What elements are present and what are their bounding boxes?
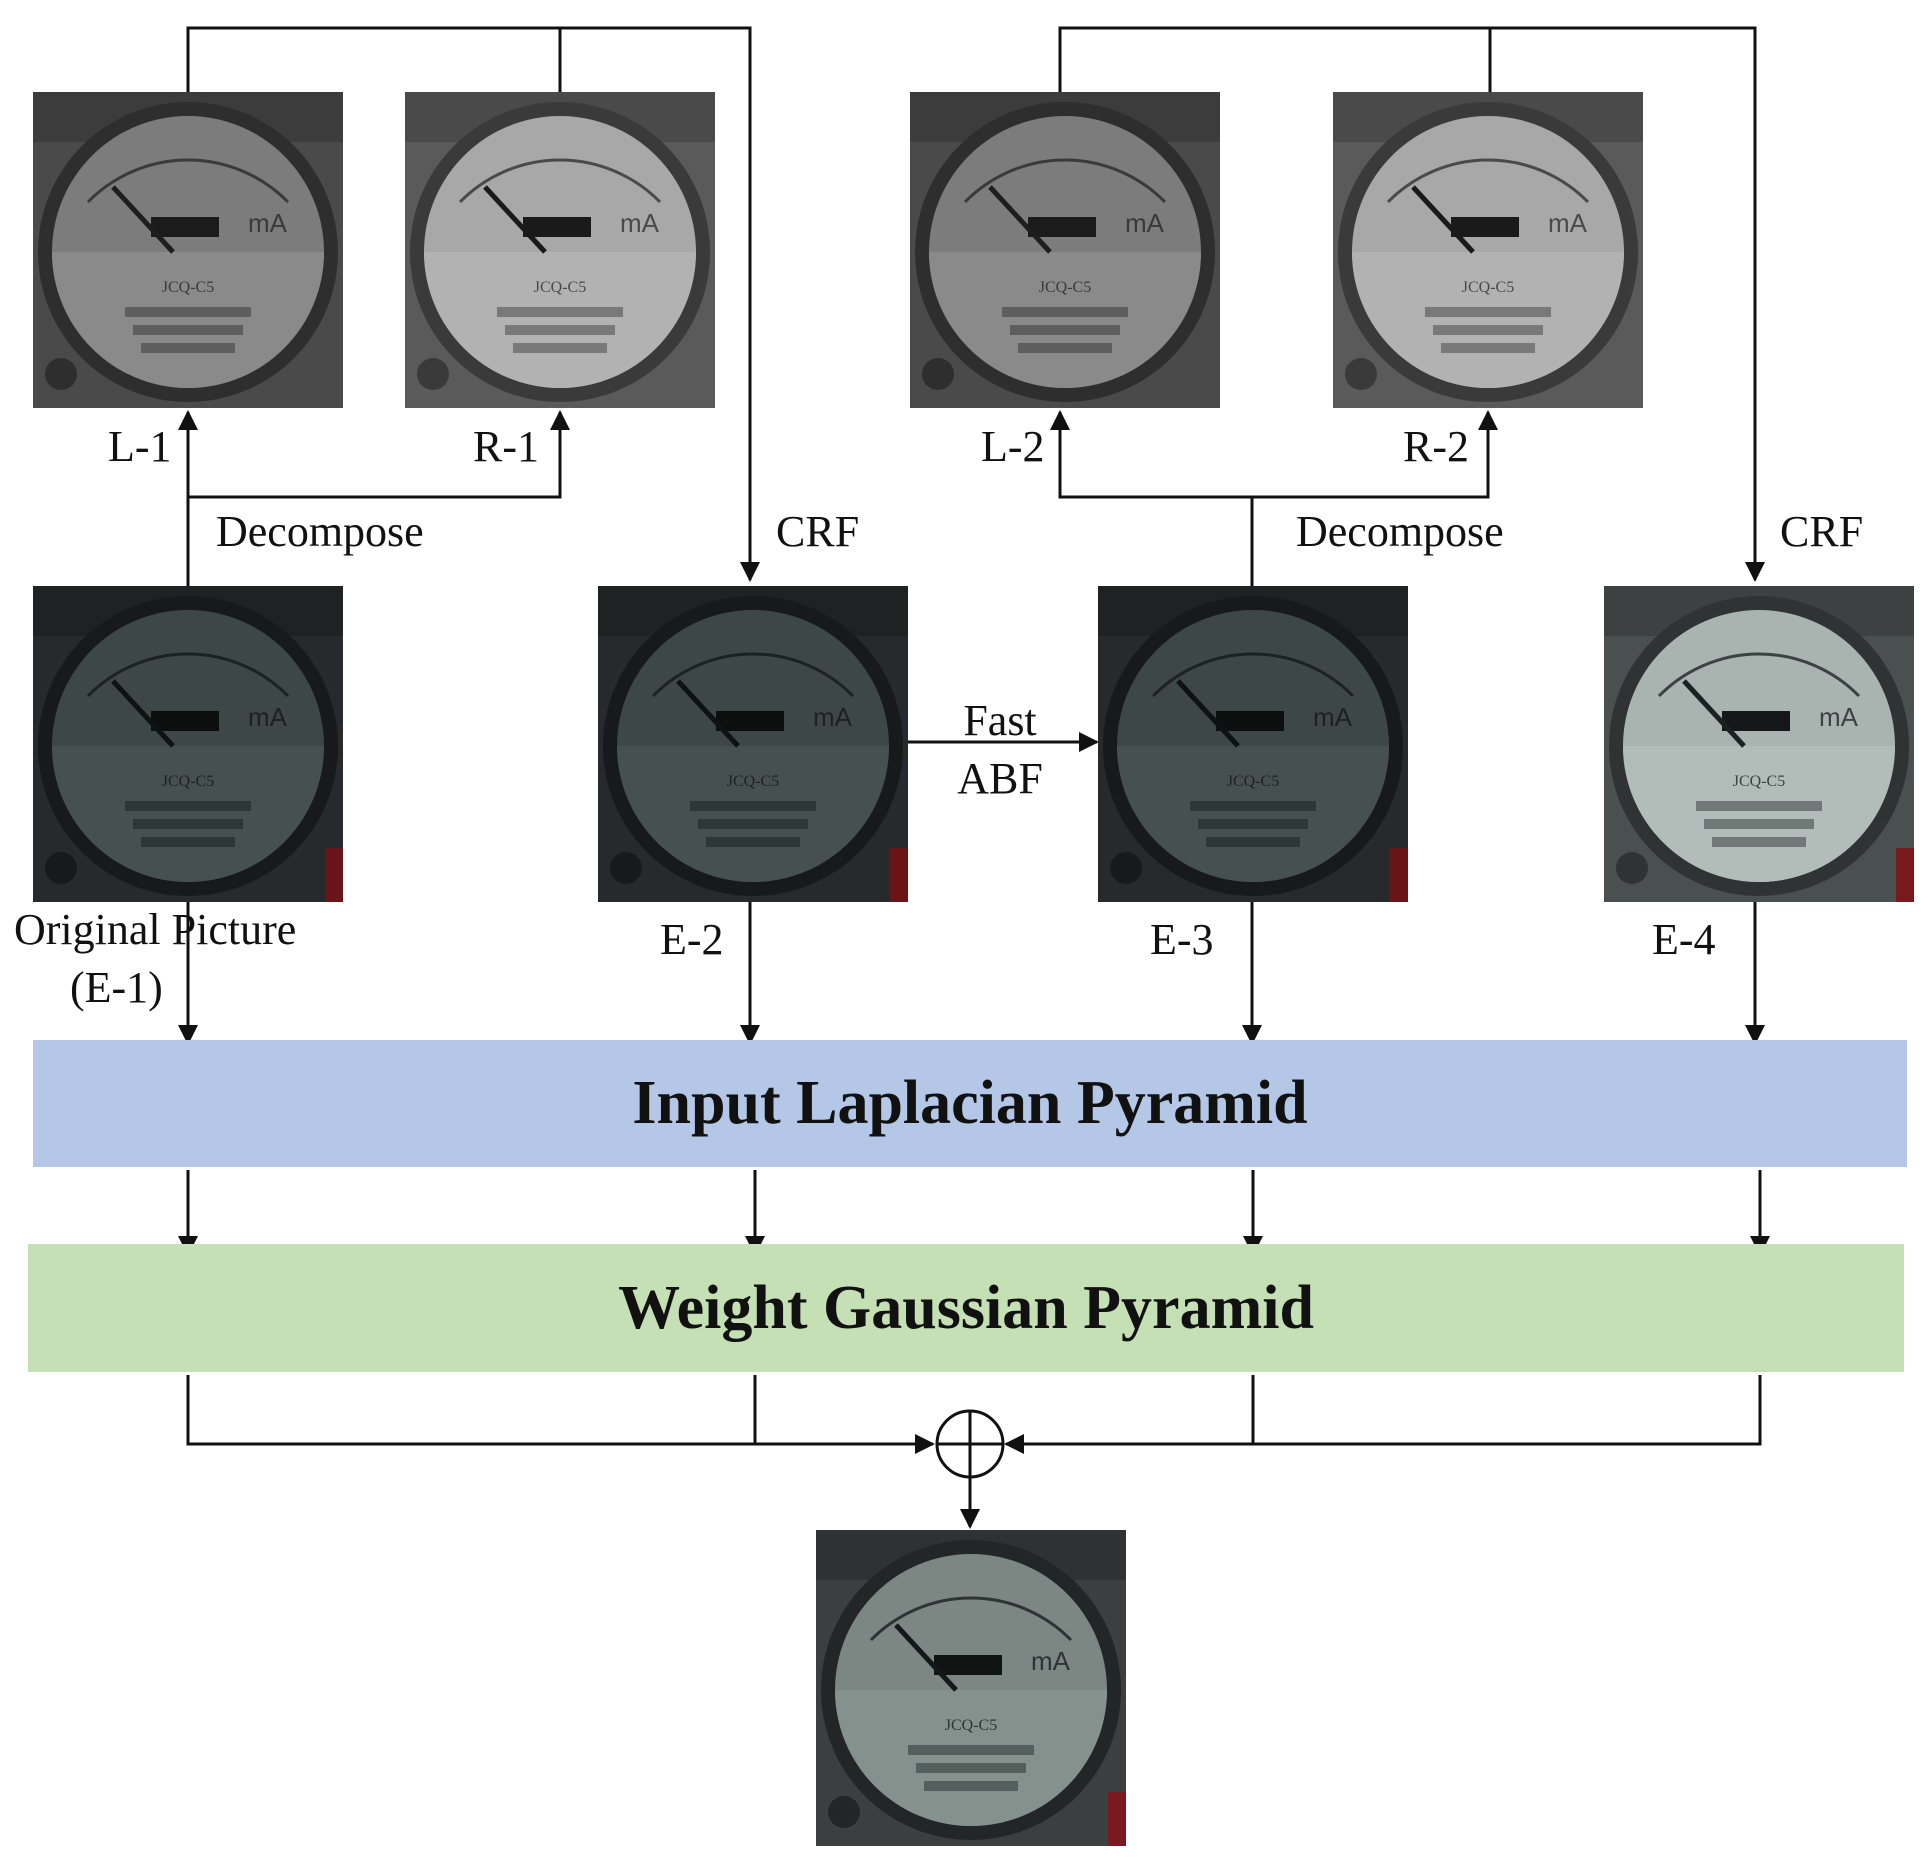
svg-text:mA: mA xyxy=(1031,1646,1071,1676)
label-e4: E-4 xyxy=(1652,915,1716,964)
decompose-right-to-l2 xyxy=(1050,410,1252,499)
image-e3: mA JCQ-C5 xyxy=(1098,586,1408,902)
svg-text:mA: mA xyxy=(813,702,853,732)
svg-text:JCQ-C5: JCQ-C5 xyxy=(162,773,214,790)
svg-text:JCQ-C5: JCQ-C5 xyxy=(945,1717,997,1734)
gauge-photo-icon: mA JCQ-C5 xyxy=(816,1530,1126,1846)
gauge-photo-icon: mA JCQ-C5 xyxy=(1098,586,1408,902)
gauge-photo-icon: mA JCQ-C5 xyxy=(598,586,908,902)
label-abf: ABF xyxy=(957,754,1043,803)
svg-text:mA: mA xyxy=(248,702,288,732)
label-crf-right: CRF xyxy=(1780,507,1864,556)
label-decompose-right: Decompose xyxy=(1296,507,1504,556)
label-fast: Fast xyxy=(963,696,1037,745)
gauge-photo-icon: mA JCQ-C5 xyxy=(405,92,715,408)
label-crf-left: CRF xyxy=(776,507,860,556)
image-e1-original: mA JCQ-C5 xyxy=(33,586,343,902)
label-l2: L-2 xyxy=(981,422,1045,471)
gauss-right-merge xyxy=(1004,1375,1762,1454)
gauge-photo-icon: mA JCQ-C5 xyxy=(1333,92,1643,408)
svg-text:JCQ-C5: JCQ-C5 xyxy=(1733,773,1785,790)
image-l2: mA JCQ-C5 xyxy=(910,92,1220,408)
image-fused-output: mA JCQ-C5 xyxy=(816,1530,1126,1846)
label-e1: (E-1) xyxy=(70,963,163,1012)
svg-text:JCQ-C5: JCQ-C5 xyxy=(1462,279,1514,296)
gauge-photo-icon: mA JCQ-C5 xyxy=(1604,586,1914,902)
label-r1: R-1 xyxy=(473,422,539,471)
label-e3: E-3 xyxy=(1150,915,1214,964)
svg-text:JCQ-C5: JCQ-C5 xyxy=(1227,773,1279,790)
crf-left-loop xyxy=(186,26,760,582)
label-l1: L-1 xyxy=(108,422,172,471)
weight-gaussian-pyramid: Weight Gaussian Pyramid xyxy=(28,1244,1904,1372)
gauge-photo-icon: mA JCQ-C5 xyxy=(33,586,343,902)
label-decompose-left: Decompose xyxy=(216,507,424,556)
decompose-left-to-r1 xyxy=(188,410,570,499)
svg-text:mA: mA xyxy=(248,208,288,238)
image-r1: mA JCQ-C5 xyxy=(405,92,715,408)
svg-text:JCQ-C5: JCQ-C5 xyxy=(162,279,214,296)
input-laplacian-pyramid: Input Laplacian Pyramid xyxy=(33,1040,1907,1167)
decompose-right-to-r2 xyxy=(1252,410,1498,499)
label-fast-abf: Fast ABF xyxy=(930,692,1070,808)
image-e4: mA JCQ-C5 xyxy=(1604,586,1914,902)
svg-text:mA: mA xyxy=(1313,702,1353,732)
label-e2: E-2 xyxy=(660,915,724,964)
gauge-photo-icon: mA JCQ-C5 xyxy=(33,92,343,408)
image-l1: mA JCQ-C5 xyxy=(33,92,343,408)
svg-text:mA: mA xyxy=(1819,702,1859,732)
svg-text:JCQ-C5: JCQ-C5 xyxy=(1039,279,1091,296)
image-r2: mA JCQ-C5 xyxy=(1333,92,1643,408)
image-e2: mA JCQ-C5 xyxy=(598,586,908,902)
svg-text:mA: mA xyxy=(1548,208,1588,238)
gauss-left-merge xyxy=(186,1375,935,1454)
label-r2: R-2 xyxy=(1403,422,1469,471)
svg-text:mA: mA xyxy=(1125,208,1165,238)
svg-text:JCQ-C5: JCQ-C5 xyxy=(534,279,586,296)
label-original-picture: Original Picture xyxy=(14,905,297,954)
gauge-photo-icon: mA JCQ-C5 xyxy=(910,92,1220,408)
crf-right-loop xyxy=(1058,26,1765,582)
svg-text:JCQ-C5: JCQ-C5 xyxy=(727,773,779,790)
svg-text:mA: mA xyxy=(620,208,660,238)
